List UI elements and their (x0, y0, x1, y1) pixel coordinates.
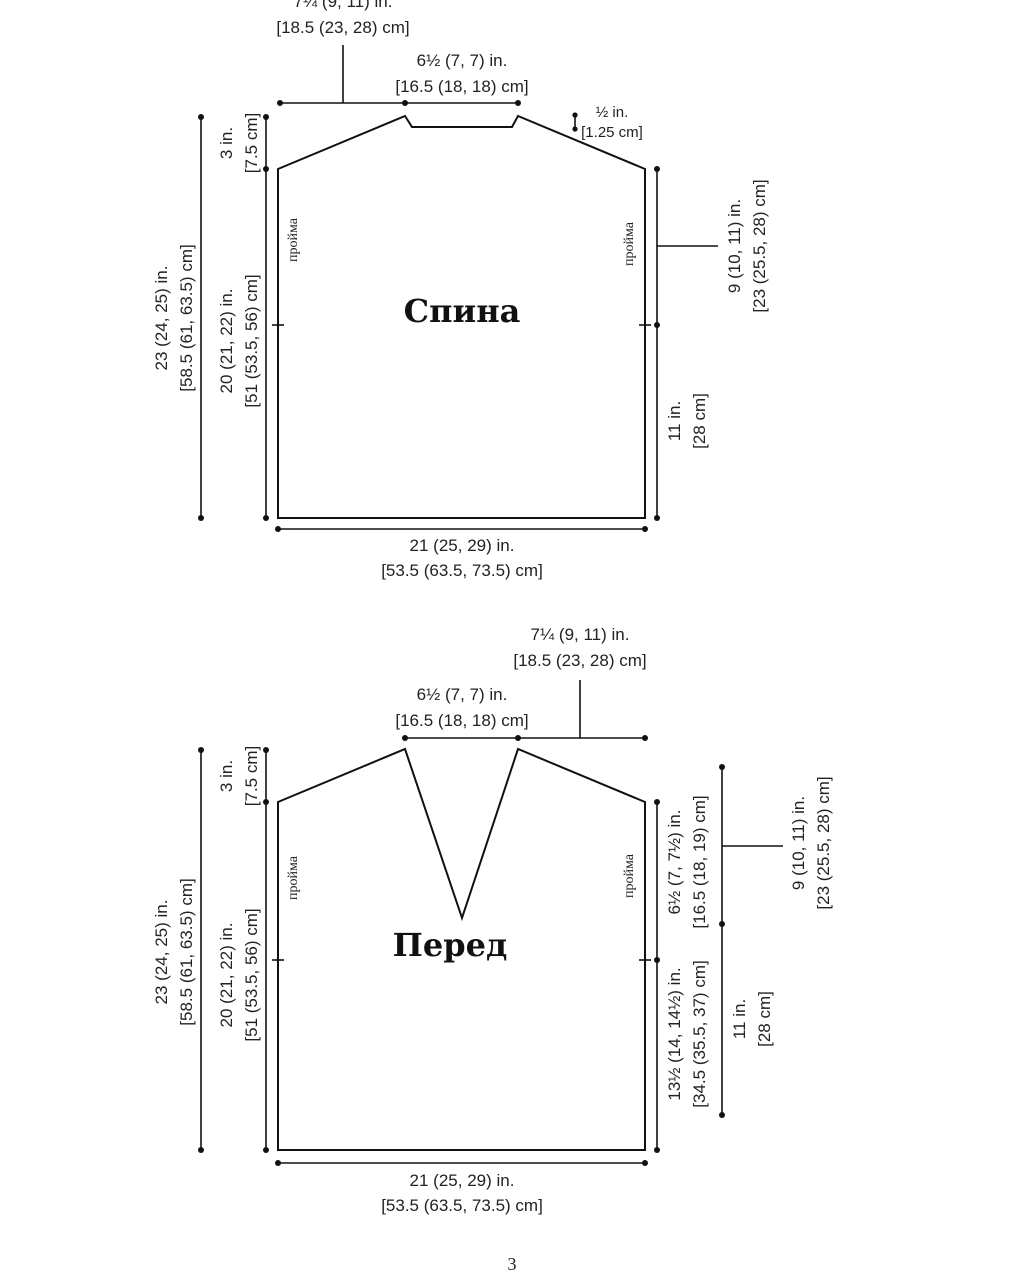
back-side-length-line2: [51 (53.5, 56) cm] (242, 274, 261, 407)
front-top-width-line2: [18.5 (23, 28) cm] (513, 651, 646, 670)
back-neck-depth-line1: ½ in. (596, 104, 629, 121)
back-title: Спина (404, 292, 521, 330)
front-top-width-line1: 7¼ (9, 11) in. (531, 625, 630, 644)
back-lower-side-line1: 11 in. (665, 401, 684, 441)
front-vneck-depth-line2: [16.5 (18, 19) cm] (690, 795, 709, 928)
back-total-length-line2: [58.5 (61, 63.5) cm] (177, 244, 196, 391)
back-top-width-line2: [18.5 (23, 28) cm] (276, 18, 409, 37)
back-bottom-width-line2: [53.5 (63.5, 73.5) cm] (381, 561, 543, 580)
front-total-length-line2: [58.5 (61, 63.5) cm] (177, 878, 196, 1025)
front-armhole-depth-line1: 9 (10, 11) in. (789, 796, 808, 890)
back-shoulder-slope-line2: [7.5 cm] (242, 113, 261, 173)
back-lower-side-line2: [28 cm] (690, 393, 709, 449)
back-armhole-depth-line2: [23 (25.5, 28) cm] (750, 179, 769, 312)
front-shoulder-slope-line1: 3 in. (217, 760, 236, 792)
back-neck-width-line1: 6½ (7, 7) in. (417, 51, 508, 70)
front-armhole-left-label: пройма (286, 855, 301, 900)
front-armhole-lower-line2: [28 cm] (755, 991, 774, 1047)
front-outline (277, 747, 646, 1151)
front-armhole-lower-line1: 11 in. (730, 999, 749, 1039)
back-schematic: 7¼ (9, 11) in. [18.5 (23, 28) cm] 6½ (7,… (152, 0, 769, 580)
front-shoulder-slope-line2: [7.5 cm] (242, 746, 261, 806)
back-armhole-left-label: пройма (286, 217, 301, 262)
front-title: Перед (393, 926, 508, 964)
back-total-length-line1: 23 (24, 25) in. (152, 266, 171, 371)
front-neck-width-line2: [16.5 (18, 18) cm] (395, 711, 528, 730)
back-neck-depth-line2: [1.25 cm] (581, 124, 643, 141)
front-vneck-depth-line1: 6½ (7, 7½) in. (665, 810, 684, 915)
page-number: 3 (508, 1254, 517, 1274)
back-top-width-line1: 7¼ (9, 11) in. (294, 0, 393, 11)
front-lower-side-line1: 13½ (14, 14½) in. (665, 967, 684, 1100)
front-armhole-right-label: пройма (622, 853, 637, 898)
front-lower-side-line2: [34.5 (35.5, 37) cm] (690, 960, 709, 1107)
front-neck-width-line1: 6½ (7, 7) in. (417, 685, 508, 704)
back-armhole-depth-line1: 9 (10, 11) in. (725, 199, 744, 293)
back-armhole-right-label: пройма (622, 221, 637, 266)
front-bottom-width-line2: [53.5 (63.5, 73.5) cm] (381, 1196, 543, 1215)
back-bottom-width-line1: 21 (25, 29) in. (410, 536, 515, 555)
front-schematic: 6½ (7, 7) in. [16.5 (18, 18) cm] 7¼ (9, … (152, 625, 833, 1215)
front-side-length-line2: [51 (53.5, 56) cm] (242, 908, 261, 1041)
front-total-length-line1: 23 (24, 25) in. (152, 900, 171, 1005)
back-neck-width-line2: [16.5 (18, 18) cm] (395, 77, 528, 96)
front-armhole-depth-line2: [23 (25.5, 28) cm] (814, 776, 833, 909)
back-shoulder-slope-line1: 3 in. (217, 127, 236, 159)
front-side-length-line1: 20 (21, 22) in. (217, 923, 236, 1028)
front-bottom-width-line1: 21 (25, 29) in. (410, 1171, 515, 1190)
back-outline (277, 114, 646, 519)
back-side-length-line1: 20 (21, 22) in. (217, 289, 236, 394)
